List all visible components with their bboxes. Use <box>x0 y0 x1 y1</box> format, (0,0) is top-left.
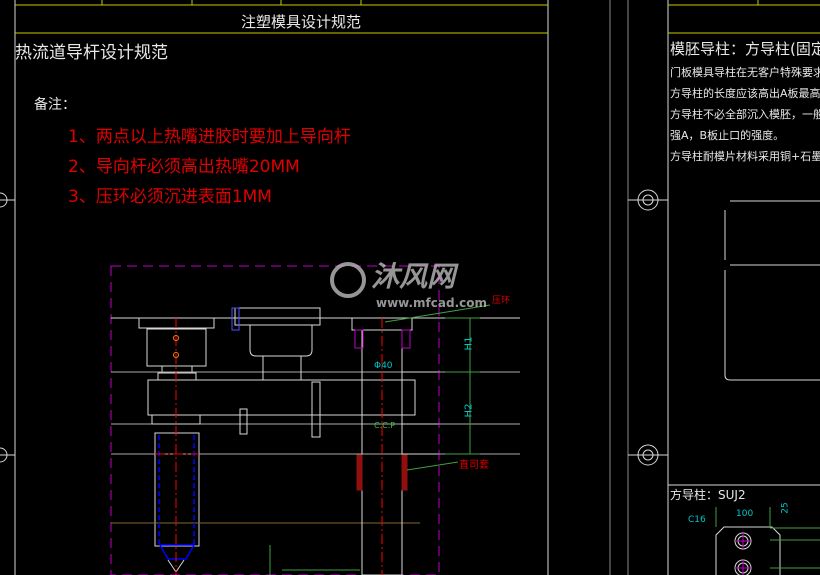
dimension-lines <box>269 304 491 575</box>
dim-h1: H1 <box>463 336 475 351</box>
registration-mark-icon <box>0 189 659 466</box>
right-line-5: 方导柱耐模片材料采用铜+石墨， <box>670 150 820 163</box>
note-3: 3、压环必须沉进表面1MM <box>68 187 272 207</box>
dim-width: 100 <box>736 509 754 519</box>
right-line-3: 方导柱不必全部沉入模胚，一般为 <box>670 108 820 121</box>
watermark-text: 沐风网 <box>371 260 456 293</box>
watermark-url: www.mfcad.com <box>376 296 487 310</box>
sheet-title: 注塑模具设计规范 <box>241 13 362 31</box>
dim-chamfer: C16 <box>688 515 706 525</box>
watermark: 沐风网 www.mfcad.com <box>330 260 487 310</box>
bushing-label: 直司套 <box>459 460 489 471</box>
note-1: 1、两点以上热嘴进胶时要加上导向杆 <box>68 127 351 147</box>
dim-diameter: Φ40 <box>374 361 393 371</box>
callout-top: 压环 <box>492 296 511 306</box>
note-2: 2、导向杆必须高出热嘴20MM <box>68 157 300 177</box>
nozzle-hidden-lines <box>158 435 196 560</box>
dim-small: 25 <box>780 502 791 514</box>
watermark-logo-icon <box>330 262 366 298</box>
right-heading: 模胚导柱：方导柱(固定方 <box>670 40 820 58</box>
dim-h2: H2 <box>463 403 475 418</box>
right-line-2: 方导柱的长度应该高出A板最高面 <box>670 87 820 100</box>
center-label: C.C.P <box>374 421 396 430</box>
detail-title: 方导柱：SUJ2 <box>670 488 746 502</box>
left-heading: 热流道导杆设计规范 <box>15 43 168 63</box>
square-guide-pillar-drawing <box>715 200 820 575</box>
right-line-1: 门板模具导柱在无客户特殊要求下 <box>670 66 820 79</box>
center-lines <box>155 318 383 575</box>
hot-runner-assembly-drawing <box>110 265 520 575</box>
right-line-4: 强A，B板止口的强度。 <box>670 129 785 142</box>
note-label: 备注： <box>34 97 76 113</box>
